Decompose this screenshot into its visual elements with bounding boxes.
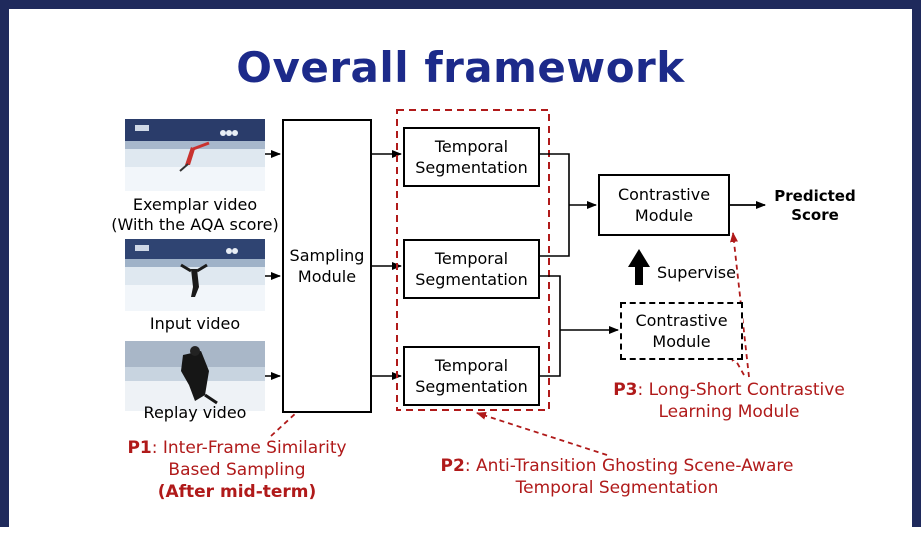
annotation-p1-tag: P1 [127, 438, 152, 458]
connector-temporal-merge-aux [540, 275, 561, 377]
supervise-label: Supervise [657, 263, 736, 282]
input-video-caption: Input video [149, 314, 241, 333]
annotation-p2-line1: P2: Anti-Transition Ghosting Scene-Aware [407, 455, 827, 477]
temporal-segmentation-box-2: Temporal Segmentation [403, 239, 540, 299]
exemplar-video-thumbnail [125, 119, 265, 191]
exemplar-video-caption: Exemplar video (With the AQA score) [95, 195, 295, 235]
temporal-segmentation-box-3: Temporal Segmentation [403, 346, 540, 406]
annotation-p1-text1: : Inter-Frame Similarity [151, 438, 347, 458]
temporal-segmentation-box-1: Temporal Segmentation [403, 127, 540, 187]
contrastive-module-main: Contrastive Module [598, 174, 730, 236]
annotation-p2: P2: Anti-Transition Ghosting Scene-Aware… [407, 455, 827, 499]
replay-video-thumbnail [125, 341, 265, 411]
annotation-p3-tag: P3 [613, 380, 638, 400]
annotation-p3: P3: Long-Short Contrastive Learning Modu… [579, 379, 879, 423]
annotation-p2-line2: Temporal Segmentation [515, 478, 719, 498]
annotation-p1-line2: Based Sampling [168, 460, 306, 480]
connector-temporal-merge [540, 153, 570, 257]
annotation-p3-line2: Learning Module [658, 402, 800, 422]
annotation-p1-line3: (After mid-term) [157, 482, 317, 502]
contrastive-module-aux: Contrastive Module [620, 302, 743, 360]
exemplar-caption-line2: (With the AQA score) [111, 215, 279, 234]
input-video-thumbnail [125, 239, 265, 311]
annotation-p2-tag: P2 [440, 456, 465, 476]
annotation-p1-line1: P1: Inter-Frame Similarity [97, 437, 377, 459]
annotation-p3-line1: P3: Long-Short Contrastive [579, 379, 879, 401]
annotation-p1: P1: Inter-Frame Similarity Based Samplin… [97, 437, 377, 503]
slide-title: Overall framework [236, 43, 685, 92]
temporal-group-outline [396, 109, 550, 411]
supervise-arrow-icon [628, 249, 650, 285]
annotation-p3-text1: : Long-Short Contrastive [637, 380, 845, 400]
sampling-module-box: Sampling Module [282, 119, 372, 413]
predicted-score-label: Predicted Score [774, 187, 856, 224]
pointer-p2 [476, 411, 608, 456]
exemplar-caption-line1: Exemplar video [132, 195, 258, 214]
replay-video-caption: Replay video [143, 403, 247, 422]
annotation-p2-text1: : Anti-Transition Ghosting Scene-Aware [464, 456, 794, 476]
